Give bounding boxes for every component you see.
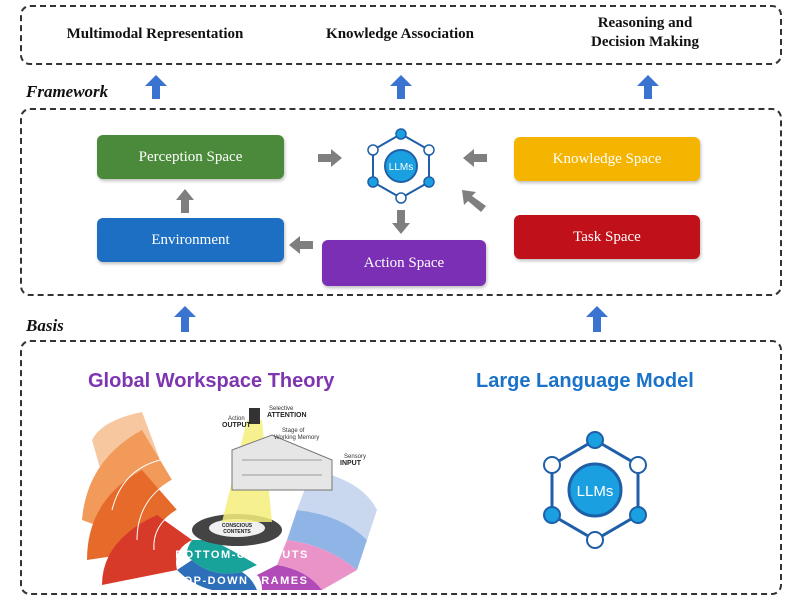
up-arrow-icon (637, 75, 659, 99)
framework-panel (20, 108, 782, 296)
global-workspace-theory-title: Global Workspace Theory (88, 370, 335, 392)
up-arrow-icon (145, 75, 167, 99)
large-llms-hub-icon: LLMs (543, 431, 647, 549)
up-arrow-icon (586, 306, 608, 332)
arrow-up-icon (176, 189, 194, 213)
label-reasoning-line1: Reasoning and (597, 15, 693, 31)
label-reasoning-line2: Decision Making (591, 34, 699, 50)
theater-selective-label-1: Selective (269, 406, 294, 412)
theater-action-label-2: OUTPUT (222, 422, 252, 429)
theater-action-label-1: Action (228, 416, 245, 422)
theater-conscious-label-2: CONTENTS (223, 529, 251, 535)
up-arrow-icon (390, 75, 412, 99)
arrow-right-icon (318, 149, 342, 167)
perception-space-box: Perception Space (97, 135, 284, 179)
basis-panel (20, 340, 782, 595)
theater-stage-label-1: Stage of (282, 428, 305, 434)
large-language-model-title: Large Language Model (476, 370, 694, 392)
arrow-left-icon (463, 149, 487, 167)
theater-sensory-label-2: INPUT (340, 460, 362, 467)
outputs-panel (20, 5, 782, 65)
label-knowledge-association: Knowledge Association (326, 26, 474, 42)
up-arrow-icon (174, 306, 196, 332)
label-reasoning-decision-making: Reasoning and Decision Making (560, 14, 730, 52)
llms-hub-icon: LLMs (367, 128, 435, 204)
task-space-box: Task Space (514, 215, 700, 259)
theater-bottom-up-label: BOTTOM-UP INPUTS (175, 549, 309, 561)
label-multimodal-representation: Multimodal Representation (66, 26, 244, 42)
theater-conscious-label-1: CONSCIOUS (222, 523, 253, 529)
section-label-basis: Basis (26, 316, 64, 335)
theater-selective-label-2: ATTENTION (267, 412, 307, 419)
action-space-box: Action Space (322, 240, 486, 286)
arrow-up-left-icon (462, 190, 486, 212)
section-label-framework: Framework (26, 82, 109, 101)
theater-stage-label-2: Working Memory (274, 435, 319, 441)
llms-hub-label: LLMs (389, 162, 413, 173)
global-workspace-theater-illustration: Action OUTPUT Selective ATTENTION Stage … (82, 406, 377, 590)
theater-top-down-label: TOP-DOWN FRAMES (176, 575, 309, 587)
arrow-left-icon (289, 236, 313, 254)
large-llms-hub-label: LLMs (577, 483, 614, 500)
knowledge-space-box: Knowledge Space (514, 137, 700, 181)
arrow-down-icon (392, 210, 410, 234)
environment-box: Environment (97, 218, 284, 262)
theater-sensory-label-1: Sensory (344, 454, 366, 460)
